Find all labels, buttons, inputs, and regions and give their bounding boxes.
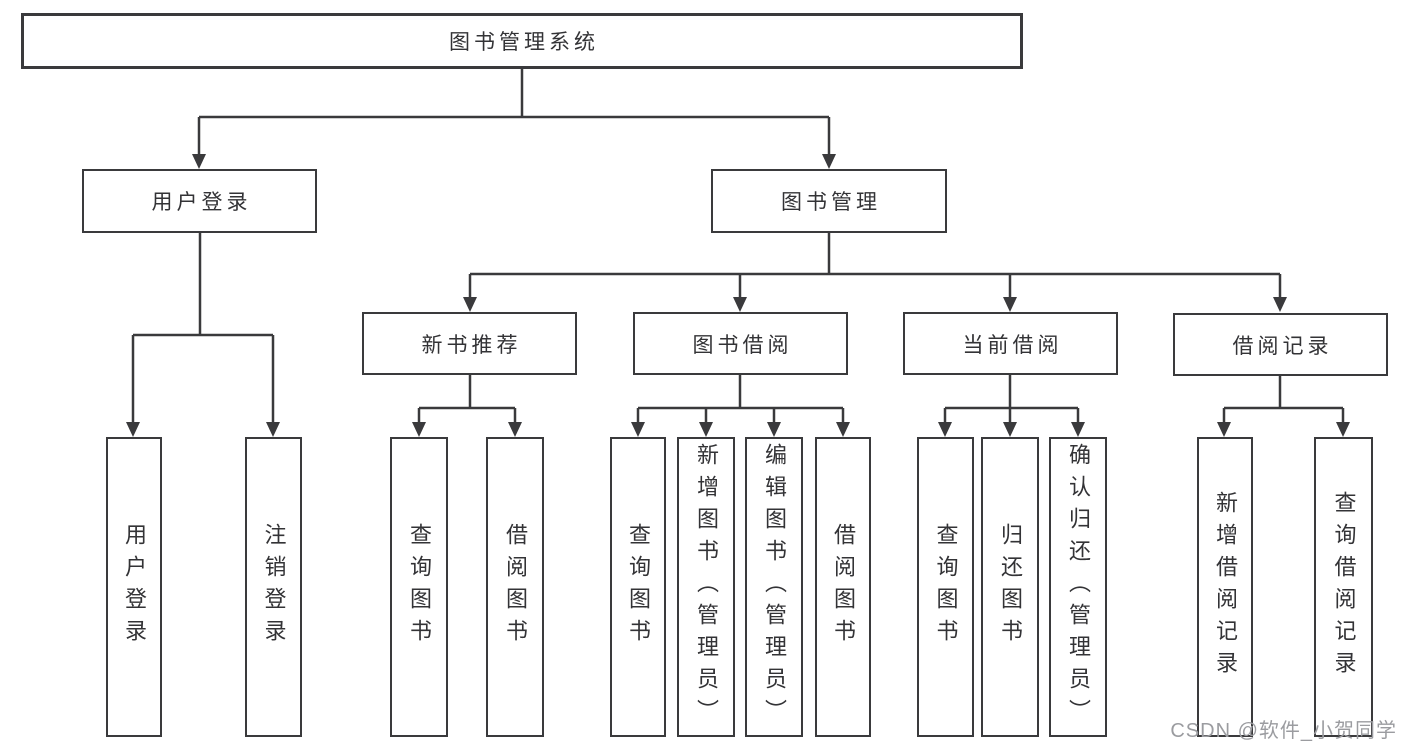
leaf-query-books-2: 查询图书 [610, 437, 666, 737]
leaf-borrow-books-1-label: 借阅图书 [503, 523, 528, 651]
leaf-query-borrow-record-label: 查询借阅记录 [1331, 491, 1357, 683]
leaf-add-borrow-record: 新增借阅记录 [1197, 437, 1253, 737]
leaf-logout: 注销登录 [245, 437, 302, 737]
node-user-login: 用户登录 [82, 169, 317, 233]
node-borrow-records: 借阅记录 [1173, 313, 1388, 376]
leaf-query-borrow-record: 查询借阅记录 [1314, 437, 1373, 737]
leaf-return-books-label: 归还图书 [998, 523, 1023, 651]
csdn-watermark: CSDN @软件_小贺同学 [1170, 720, 1397, 742]
leaf-edit-book-admin: 编辑图书（管理员） [745, 437, 803, 737]
leaf-query-books-1: 查询图书 [390, 437, 448, 737]
node-book-management-label: 图书管理 [781, 191, 881, 214]
leaf-add-book-admin: 新增图书（管理员） [677, 437, 735, 737]
leaf-logout-label: 注销登录 [261, 523, 287, 651]
node-new-book-recommend-label: 新书推荐 [421, 333, 522, 357]
leaf-query-books-1-label: 查询图书 [407, 523, 432, 651]
node-current-borrow: 当前借阅 [903, 312, 1118, 375]
leaf-borrow-books-2: 借阅图书 [815, 437, 871, 737]
root-node-label: 图书管理系统 [449, 31, 599, 54]
leaf-confirm-return-admin: 确认归还（管理员） [1049, 437, 1107, 737]
leaf-return-books: 归还图书 [981, 437, 1039, 737]
node-book-borrow-label: 图书借阅 [692, 333, 793, 357]
leaf-user-login: 用户登录 [106, 437, 162, 737]
node-new-book-recommend: 新书推荐 [362, 312, 577, 375]
leaf-add-borrow-record-label: 新增借阅记录 [1213, 491, 1238, 683]
node-user-login-label: 用户登录 [151, 191, 252, 214]
leaf-borrow-books-1: 借阅图书 [486, 437, 544, 737]
leaf-user-login-label: 用户登录 [122, 523, 147, 651]
leaf-confirm-return-admin-label: 确认归还（管理员） [1066, 443, 1091, 731]
leaf-query-books-3-label: 查询图书 [933, 523, 959, 651]
node-borrow-records-label: 借阅记录 [1232, 334, 1333, 358]
root-node: 图书管理系统 [21, 13, 1023, 69]
node-current-borrow-label: 当前借阅 [962, 333, 1063, 357]
leaf-borrow-books-2-label: 借阅图书 [831, 523, 856, 651]
node-book-management: 图书管理 [711, 169, 947, 233]
node-book-borrow: 图书借阅 [633, 312, 848, 375]
leaf-add-book-admin-label: 新增图书（管理员） [694, 443, 719, 731]
leaf-query-books-2-label: 查询图书 [626, 523, 651, 651]
leaf-edit-book-admin-label: 编辑图书（管理员） [762, 443, 787, 731]
leaf-query-books-3: 查询图书 [917, 437, 974, 737]
